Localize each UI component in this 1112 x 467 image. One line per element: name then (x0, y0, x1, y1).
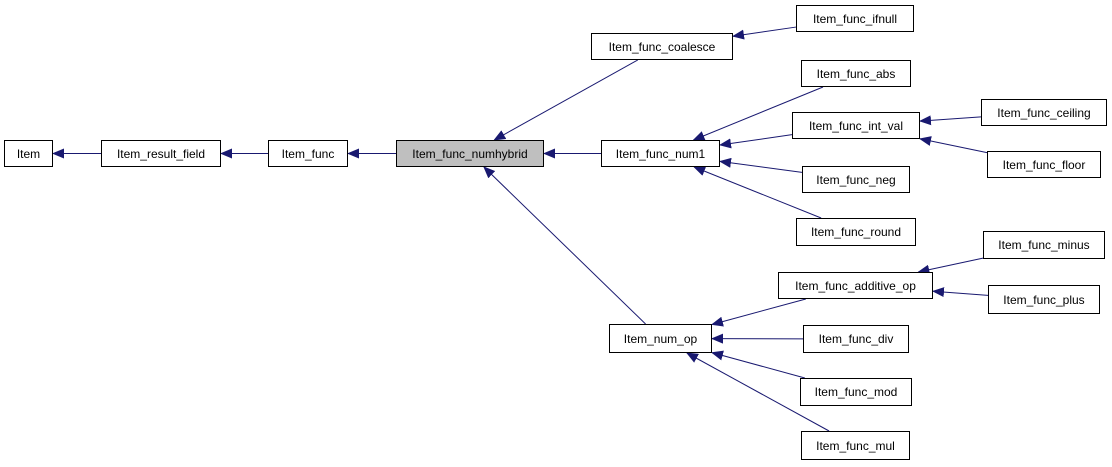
edge-item-func-coalesce-to-item-func-numhybrid (493, 59, 639, 141)
node-item-func-numhybrid[interactable]: Item_func_numhybrid (396, 140, 544, 167)
node-item-func-div[interactable]: Item_func_div (803, 325, 909, 353)
node-item-func-minus[interactable]: Item_func_minus (983, 231, 1105, 259)
edge-item-func-plus-to-item-func-additive-op (932, 287, 989, 298)
edge-item-num-op-to-item-func-numhybrid (483, 166, 646, 325)
node-item-func-plus[interactable]: Item_func_plus (988, 285, 1100, 314)
edge-item-func-ceiling-to-item-func-int-val (919, 115, 982, 126)
node-item-func-num1[interactable]: Item_func_num1 (601, 140, 720, 167)
node-item-func-ceiling[interactable]: Item_func_ceiling (981, 99, 1107, 126)
edge-item-func-ifnull-to-item-func-coalesce (732, 26, 797, 40)
node-item-func-additive-op[interactable]: Item_func_additive_op (778, 272, 933, 299)
node-item-func-mod[interactable]: Item_func_mod (800, 378, 912, 406)
node-item-func[interactable]: Item_func (268, 140, 348, 167)
node-item-func-round[interactable]: Item_func_round (796, 218, 916, 246)
edge-item-func-floor-to-item-func-int-val (919, 136, 988, 154)
node-item-result-field[interactable]: Item_result_field (101, 140, 221, 167)
node-item-func-int-val[interactable]: Item_func_int_val (792, 112, 920, 139)
node-item-func-mul[interactable]: Item_func_mul (801, 431, 910, 460)
edge-item-func-additive-op-to-item-num-op (711, 298, 806, 327)
node-item-func-neg[interactable]: Item_func_neg (802, 166, 910, 193)
node-item-func-abs[interactable]: Item_func_abs (801, 60, 911, 87)
node-item-func-floor[interactable]: Item_func_floor (987, 151, 1101, 178)
edge-item-func-abs-to-item-func-num1 (692, 86, 824, 141)
edge-item-func-minus-to-item-func-additive-op (917, 257, 984, 275)
node-item-func-coalesce[interactable]: Item_func_coalesce (591, 33, 733, 60)
node-item[interactable]: Item (4, 140, 53, 167)
edge-item-func-round-to-item-func-num1 (693, 166, 822, 219)
edge-item-func-neg-to-item-func-num1 (719, 157, 803, 173)
edge-item-func-int-val-to-item-func-num1 (719, 134, 793, 149)
node-item-num-op[interactable]: Item_num_op (609, 324, 712, 353)
edge-item-func-mod-to-item-num-op (711, 350, 805, 379)
edge-item-func-mul-to-item-num-op (686, 352, 830, 432)
node-item-func-ifnull[interactable]: Item_func_ifnull (796, 5, 914, 32)
